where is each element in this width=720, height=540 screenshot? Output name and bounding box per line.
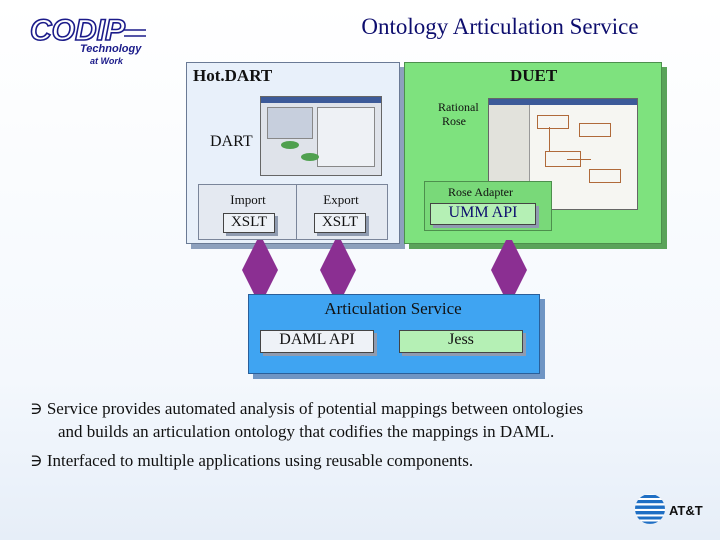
codip-logo: CODIP Technology at Work: [29, 13, 146, 66]
connector-arrows: [242, 240, 527, 300]
import-label: Import: [230, 192, 266, 207]
rational-line2: Rose: [442, 114, 466, 128]
bullet-glyph: ∋: [30, 451, 43, 470]
umm-api-button[interactable]: UMM API: [430, 203, 536, 225]
export-xslt-button[interactable]: XSLT: [314, 213, 366, 233]
logo-main-text: CODIP: [30, 14, 126, 47]
att-brand-text: AT&T: [669, 503, 703, 518]
hotdart-label: Hot.DART: [193, 66, 273, 85]
logo-line1: Technology: [80, 43, 142, 55]
page-title: Ontology Articulation Service: [361, 14, 639, 39]
bullet-item-1: ∋ Service provides automated analysis of…: [30, 397, 710, 443]
bullet-text-line2: and builds an articulation ontology that…: [58, 422, 555, 441]
att-logo: AT&T: [635, 494, 703, 524]
bullet-text-line1: Interfaced to multiple applications usin…: [46, 451, 474, 470]
import-xslt-button[interactable]: XSLT: [223, 213, 275, 233]
bullet-glyph: ∋: [30, 399, 43, 418]
rose-adapter-label: Rose Adapter: [448, 185, 513, 199]
dart-label: DART: [210, 133, 253, 150]
bullet-text-line1: Service provides automated analysis of p…: [46, 399, 584, 418]
logo-line2: at Work: [90, 56, 124, 66]
import-cell: [198, 184, 298, 240]
dart-screenshot: [260, 96, 382, 176]
jess-button[interactable]: Jess: [399, 330, 523, 353]
rational-line1: Rational: [438, 100, 479, 114]
rational-rose-label: Rational Rose: [438, 100, 479, 128]
duet-label: DUET: [510, 66, 558, 85]
articulation-label: Articulation Service: [324, 299, 462, 318]
bullet-item-2: ∋ Interfaced to multiple applications us…: [30, 449, 710, 472]
export-label: Export: [323, 192, 359, 207]
daml-api-button[interactable]: DAML API: [260, 330, 374, 353]
